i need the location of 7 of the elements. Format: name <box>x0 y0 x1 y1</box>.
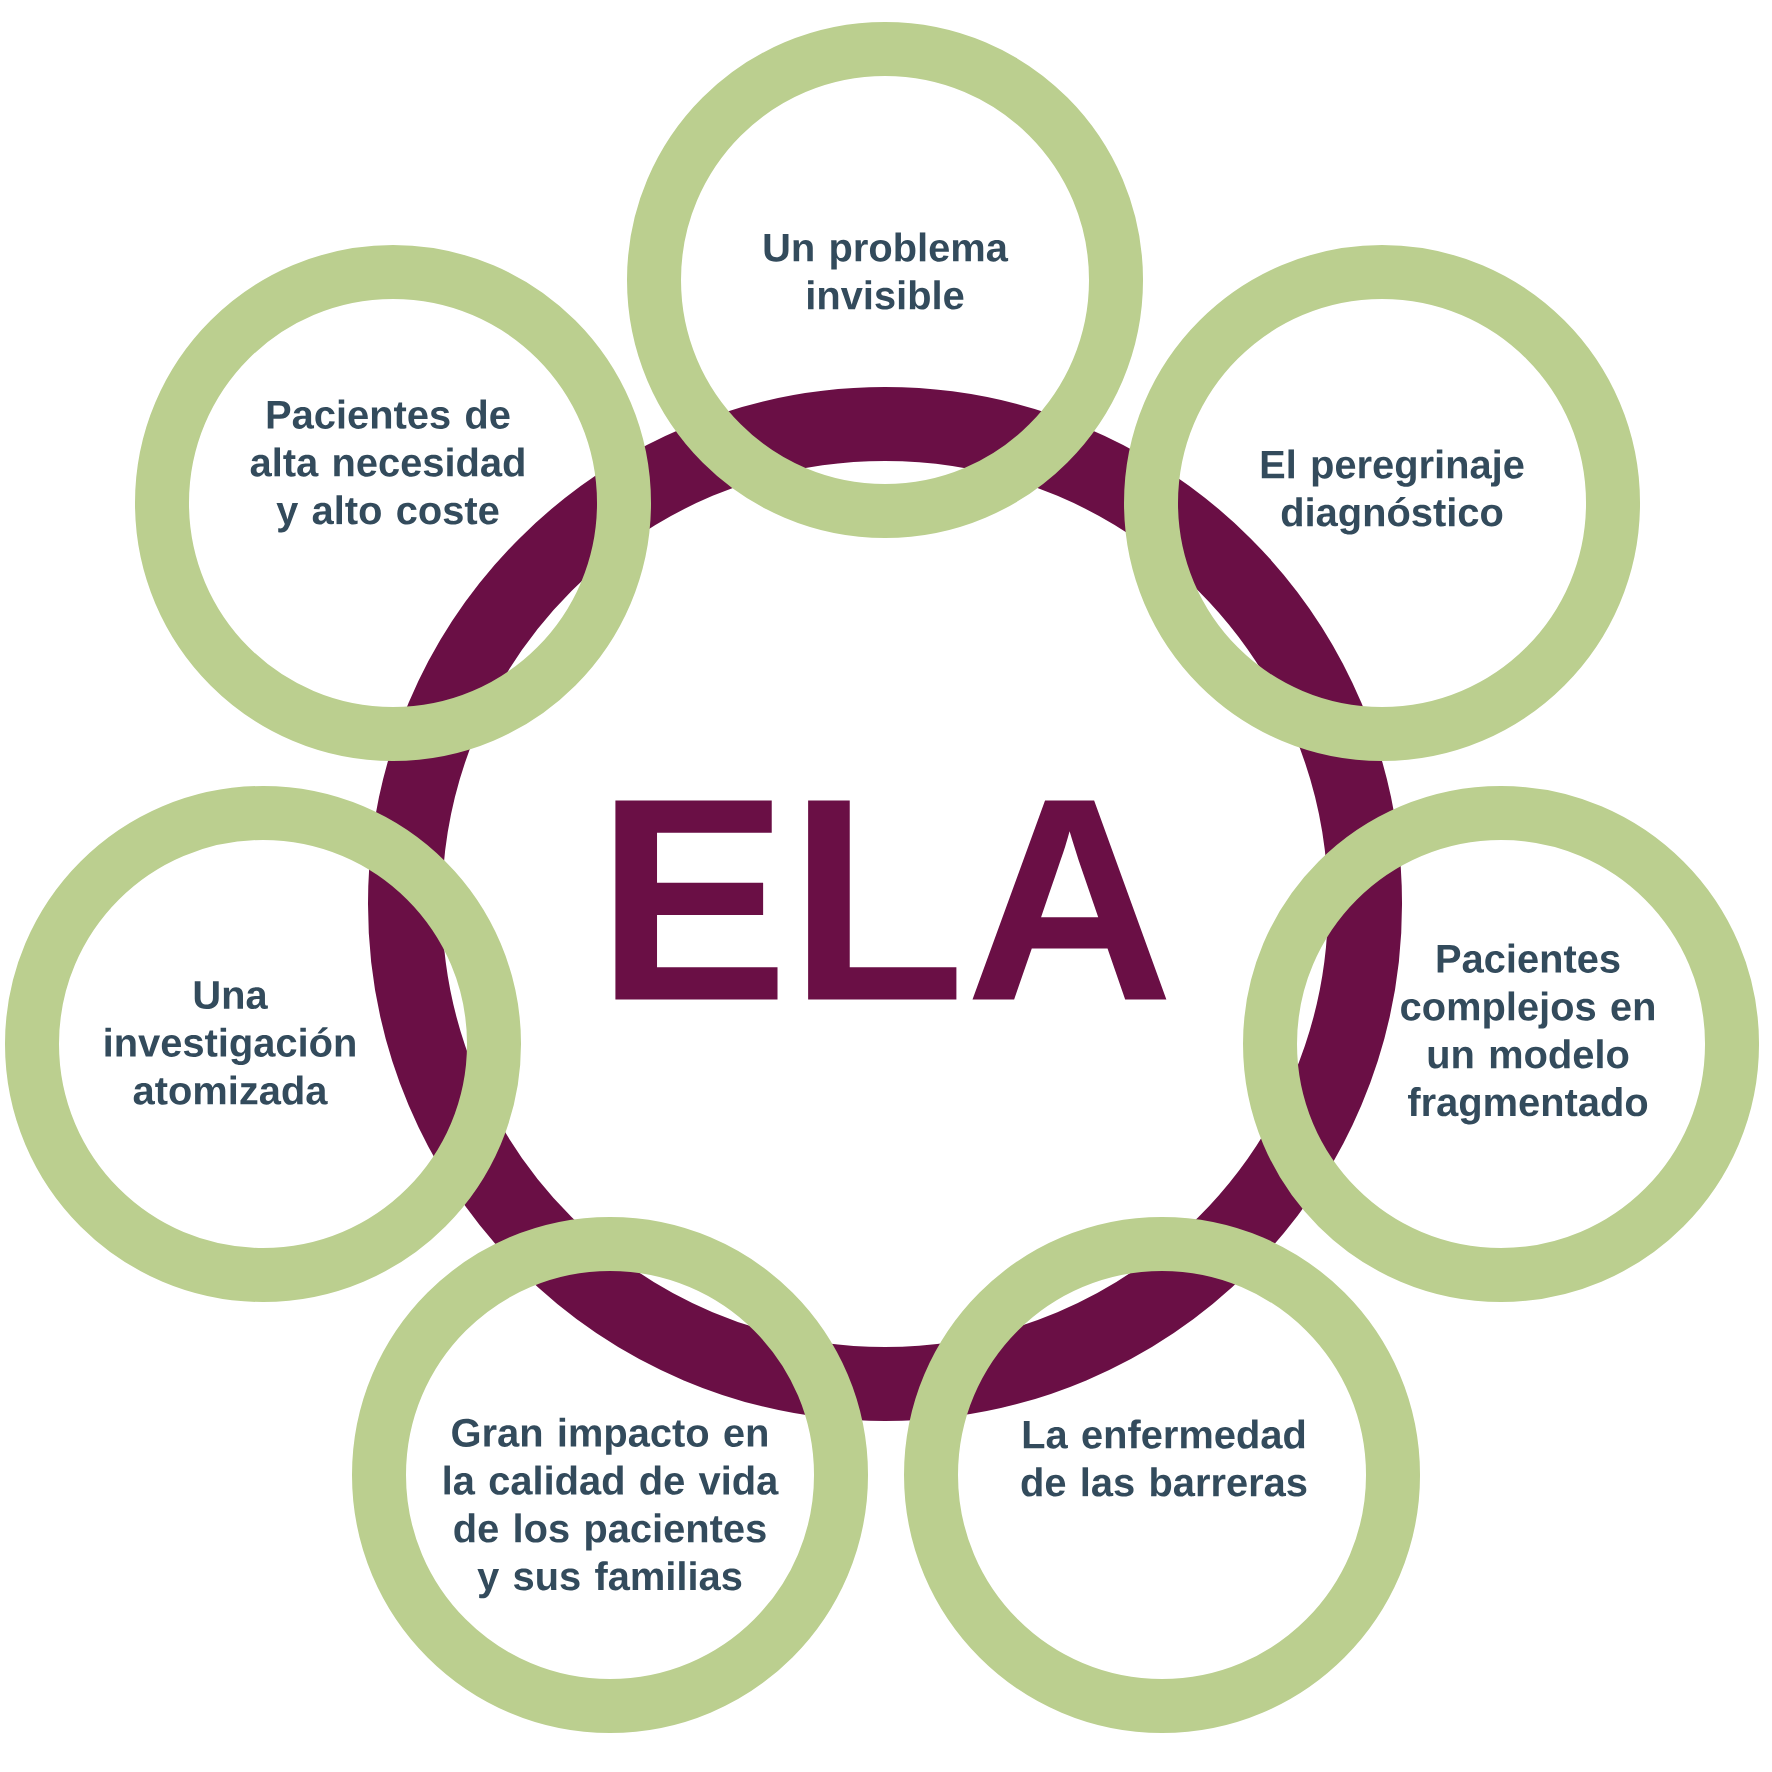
circle-node: Pacientes de alta necesidad y alto coste <box>135 245 651 761</box>
circle-node: Un problema invisible <box>627 22 1143 538</box>
circle-node: Pacientes complejos en un modelo fragmentado <box>1243 786 1759 1302</box>
circle-node: La enfermedad de las barreras <box>904 1217 1420 1733</box>
circle-node: Una investigación atomizada <box>5 786 521 1302</box>
circle-node: Gran impacto en la calidad de vida de los pacientes y sus familias <box>352 1217 868 1733</box>
circle-node: El peregrinaje diagnóstico <box>1124 245 1640 761</box>
